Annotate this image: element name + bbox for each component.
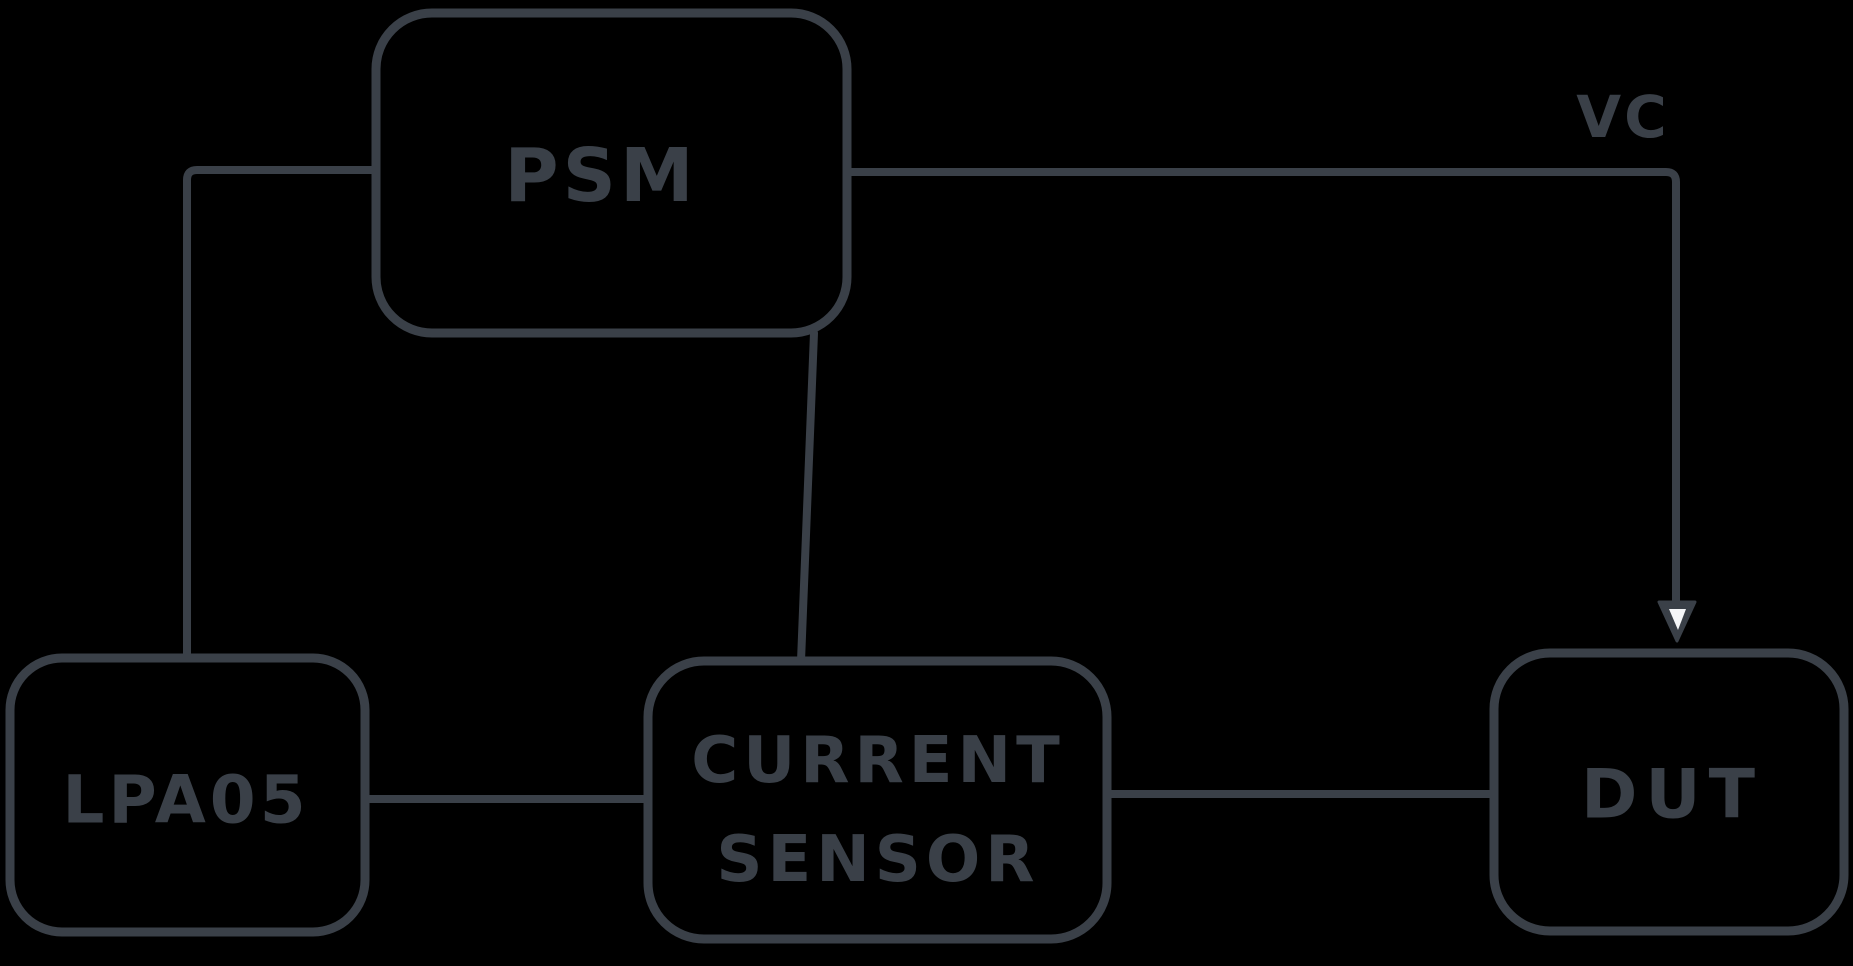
lpa05-label: LPA05: [62, 761, 310, 839]
psm-label: PSM: [504, 133, 698, 219]
dut-label: DUT: [1580, 755, 1764, 835]
edge-psm-to-dut-vc[interactable]: [844, 168, 1680, 608]
edge-psm-to-lpa05[interactable]: [183, 166, 379, 659]
arrowhead-inner-fill: [1669, 609, 1686, 630]
edge-psm-to-current-sensor[interactable]: [797, 329, 818, 665]
current-sensor-label: CURRENT SENSOR: [691, 712, 1064, 910]
dut-box[interactable]: [1489, 648, 1849, 936]
node-layer: [5, 8, 1849, 944]
current-sensor-label-line1: CURRENT: [691, 724, 1065, 798]
edge-layer: [183, 166, 1697, 803]
lpa05-box[interactable]: [5, 653, 370, 937]
psm-box[interactable]: [371, 8, 852, 338]
current-sensor-label-line2: SENSOR: [716, 823, 1040, 897]
vc-edge-label: VC: [1576, 83, 1670, 151]
current-sensor-box[interactable]: [643, 656, 1112, 944]
